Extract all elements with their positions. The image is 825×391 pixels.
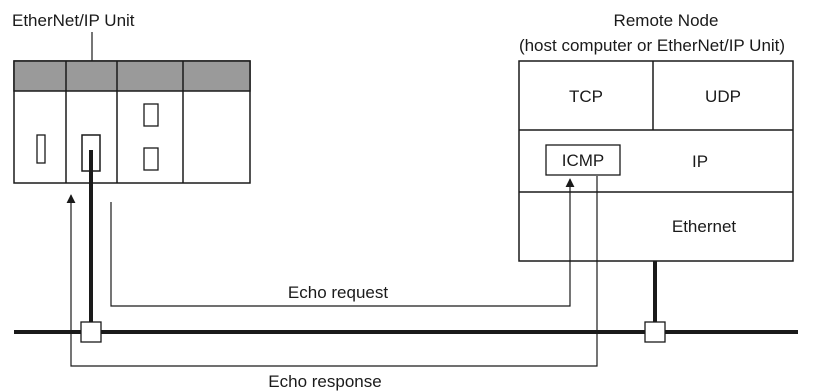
- echo-request-label: Echo request: [288, 283, 388, 302]
- plc-slot-indicator: [143, 147, 159, 171]
- plc-slot-indicator: [143, 103, 159, 127]
- bus-connector-plc: [80, 321, 102, 343]
- remote-node-title: Remote Node: [614, 11, 719, 30]
- udp-layer: UDP: [705, 87, 741, 106]
- tcp-layer: TCP: [569, 87, 603, 106]
- unit-label: EtherNet/IP Unit: [12, 11, 135, 30]
- icmp-layer: ICMP: [562, 151, 605, 170]
- plc-rack: [13, 60, 251, 184]
- remote-node-stack: TCP UDP ICMP IP Ethernet: [518, 60, 794, 262]
- ethernet-layer: Ethernet: [672, 217, 737, 236]
- remote-node-subtitle: (host computer or EtherNet/IP Unit): [519, 36, 785, 55]
- echo-request-path: [110, 178, 575, 307]
- bus-connector-remote: [644, 321, 666, 343]
- icmp-box: [545, 144, 621, 176]
- echo-response-path: [66, 176, 598, 367]
- plc-rack-header: [13, 60, 251, 92]
- ip-layer: IP: [692, 152, 708, 171]
- plc-slot-indicator: [36, 134, 46, 164]
- echo-response-label: Echo response: [268, 372, 381, 391]
